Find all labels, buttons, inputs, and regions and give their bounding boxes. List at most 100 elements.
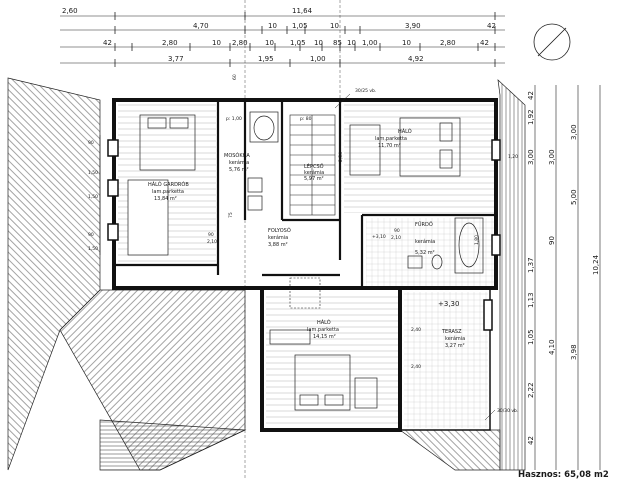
left-windows bbox=[107, 139, 119, 241]
svg-text:HÁLÓ GARDRÓB: HÁLÓ GARDRÓB bbox=[148, 181, 189, 188]
area-label: Hasznos: 65,08 m2 bbox=[518, 470, 609, 480]
exterior-walls bbox=[112, 98, 498, 432]
svg-text:kerámia: kerámia bbox=[304, 169, 324, 176]
room-furdo: FÜRDŐ kerámia 5,32 m² bbox=[415, 221, 435, 256]
dim-c3b: 5,00 bbox=[570, 189, 578, 205]
dim-c2a: 3,00 bbox=[548, 149, 556, 165]
svg-text:kerámia: kerámia bbox=[229, 159, 249, 166]
room-lepcso: LÉPCSŐ kerámia 5,97 m² bbox=[304, 162, 324, 182]
dim-l2: 1,50 bbox=[88, 194, 98, 200]
v-a: 75 bbox=[228, 212, 234, 218]
roof-left bbox=[7, 77, 247, 471]
dim-row2-e: 3,90 bbox=[405, 22, 421, 30]
dim-top-1: 2,60 bbox=[62, 7, 78, 15]
svg-text:HÁLÓ: HÁLÓ bbox=[398, 128, 412, 135]
dim-row2-b: 10 bbox=[268, 22, 277, 30]
right-dimension-text: 1,92 3,00 1,37 1,13 1,05 2,22 42 42 3,00… bbox=[527, 91, 600, 445]
dim-row3-d: 2,80 bbox=[232, 39, 248, 47]
dim-c3c: 3,98 bbox=[570, 344, 578, 360]
annotations: 30/25 vb. 30/30 vb. +3,30 +3,10 p: 1,00 … bbox=[207, 74, 609, 480]
dim-c2c: 4,10 bbox=[548, 339, 556, 355]
dim-l4: 1,50 bbox=[88, 246, 98, 252]
mid-label-c: 1,80 bbox=[474, 235, 480, 245]
right-windows bbox=[483, 139, 501, 331]
dim-r0: 42 bbox=[527, 91, 535, 100]
door-b: 2,10 bbox=[391, 235, 401, 241]
dim-c3a: 3,00 bbox=[570, 124, 578, 140]
vb-top-label: 30/25 vb. bbox=[355, 88, 376, 94]
svg-text:LÉPCSŐ: LÉPCSŐ bbox=[304, 162, 324, 170]
room-halo-right: HÁLÓ lam.parketta 11,70 m² bbox=[375, 128, 412, 149]
room-folyoso: FOLYOSÓ kerámia 3,88 m² bbox=[268, 227, 291, 248]
dim-l3: 90 bbox=[88, 232, 94, 238]
svg-text:5,97 m²: 5,97 m² bbox=[304, 176, 324, 182]
dim-row4-b: 1,95 bbox=[258, 55, 274, 63]
svg-text:14,15 m²: 14,15 m² bbox=[313, 334, 336, 340]
v-b: 60 bbox=[232, 74, 238, 80]
dim-row3-m: 42 bbox=[480, 39, 489, 47]
dim-total-height: 10,24 bbox=[592, 254, 600, 275]
v-c: 90 bbox=[208, 232, 214, 238]
dim-row2-c: 1,05 bbox=[292, 22, 308, 30]
svg-text:5,32 m²: 5,32 m² bbox=[415, 250, 435, 256]
dim-row4-c: 1,00 bbox=[310, 55, 326, 63]
right-dimension-lines bbox=[534, 85, 601, 470]
mid-label-a: 2,54 bbox=[338, 152, 344, 162]
dim-row3-g: 10 bbox=[314, 39, 323, 47]
dim-row2-a: 4,70 bbox=[193, 22, 209, 30]
svg-text:FOLYOSÓ: FOLYOSÓ bbox=[268, 227, 291, 234]
v-d: 90 bbox=[394, 228, 400, 234]
roof-right bbox=[398, 79, 526, 471]
staircase bbox=[289, 114, 336, 309]
dim-r4: 1,13 bbox=[527, 292, 535, 308]
svg-text:MOSÓKHA: MOSÓKHA bbox=[224, 152, 250, 159]
svg-text:TERASZ: TERASZ bbox=[441, 329, 462, 335]
p-left: p: 1,00 bbox=[226, 116, 242, 122]
p-mid: p: 80 bbox=[300, 116, 312, 122]
dim-r6: 2,22 bbox=[527, 382, 535, 398]
dim-row3-e: 10 bbox=[265, 39, 274, 47]
room-mosokha: MOSÓKHA kerámia 5,76 m² bbox=[224, 152, 250, 173]
dim-r5: 1,05 bbox=[527, 329, 535, 345]
dim-row2-f: 42 bbox=[487, 22, 496, 30]
north-arrow-icon bbox=[533, 23, 571, 61]
dim-row4-a: 3,77 bbox=[168, 55, 184, 63]
vb-bottom-label: 30/30 vb. bbox=[497, 408, 518, 414]
svg-text:11,70 m²: 11,70 m² bbox=[378, 143, 401, 149]
dim-r1: 1,92 bbox=[527, 109, 535, 125]
svg-text:13,84 m²: 13,84 m² bbox=[154, 196, 177, 202]
dim-row3-f: 1,05 bbox=[290, 39, 306, 47]
room-labels: HÁLÓ GARDRÓB lam.parketta 13,84 m² MOSÓK… bbox=[148, 128, 465, 349]
svg-text:HÁLÓ: HÁLÓ bbox=[317, 319, 331, 326]
svg-text:3,88 m²: 3,88 m² bbox=[268, 242, 288, 248]
dim-row3-i: 10 bbox=[347, 39, 356, 47]
room-halo-bottom: HÁLÓ lam.parketta 14,15 m² bbox=[307, 319, 339, 340]
room-terasz: TERASZ kerámia 3,27 m² bbox=[441, 329, 465, 349]
svg-text:lam.parketta: lam.parketta bbox=[152, 189, 184, 195]
door-c: 2,40 bbox=[411, 327, 421, 333]
door-d: 2,40 bbox=[411, 364, 421, 370]
furniture bbox=[127, 111, 484, 411]
dim-row2-d: 10 bbox=[330, 22, 339, 30]
svg-text:FÜRDŐ: FÜRDŐ bbox=[415, 221, 433, 228]
dim-row3-k: 10 bbox=[402, 39, 411, 47]
dim-row3-a: 42 bbox=[103, 39, 112, 47]
dim-c2b: 90 bbox=[548, 236, 556, 245]
svg-text:lam.parketta: lam.parketta bbox=[375, 136, 407, 142]
interior-walls bbox=[114, 100, 496, 288]
svg-text:kerámia: kerámia bbox=[445, 335, 465, 342]
mid-label-b: 1,20 bbox=[508, 154, 518, 160]
dim-row3-b: 2,80 bbox=[162, 39, 178, 47]
svg-text:3,27 m²: 3,27 m² bbox=[445, 343, 465, 349]
dim-row3-j: 1,00 bbox=[362, 39, 378, 47]
svg-text:kerámia: kerámia bbox=[415, 238, 435, 245]
dim-r3: 1,37 bbox=[527, 257, 535, 273]
dim-r7: 42 bbox=[527, 436, 535, 445]
dim-l1: 1,50 bbox=[88, 170, 98, 176]
top-dimension-text: 2,60 11,64 4,70 10 1,05 10 3,90 42 42 2,… bbox=[62, 7, 496, 63]
dim-row4-d: 4,92 bbox=[408, 55, 424, 63]
svg-text:lam.parketta: lam.parketta bbox=[307, 327, 339, 333]
dim-row3-l: 2,80 bbox=[440, 39, 456, 47]
dim-top-2: 11,64 bbox=[292, 7, 313, 15]
